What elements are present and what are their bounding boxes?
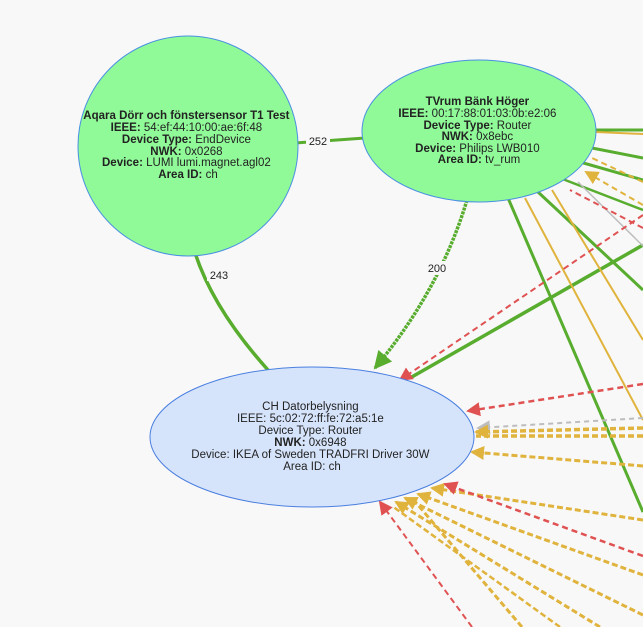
edge-in-tvrum-yellow-a[interactable] — [584, 170, 643, 206]
edge-in-dator-yellow-a[interactable] — [474, 424, 643, 439]
node-aqara-device-row: Device: LUMI lumi.magnet.agl02 — [102, 157, 271, 169]
node-tvrum-nwk-row: NWK: 0x8ebc — [442, 131, 514, 143]
node-datorbelysning-ieee: 5c:02:72:ff:fe:72:a5:1e — [270, 413, 384, 425]
edge-in-dator-red-top[interactable] — [398, 214, 643, 382]
node-tvrum-ieee-label: IEEE: — [398, 108, 428, 120]
node-datorbelysning-device: IKEA of Sweden TRADFRI Driver 30W — [233, 449, 430, 461]
edge-label-aqara-tvrum: 252 — [309, 136, 327, 148]
node-tvrum-type-label: Device Type: — [423, 120, 493, 132]
node-aqara-nwk-label: NWK: — [150, 146, 181, 158]
node-aqara-nwk-row: NWK: 0x0268 — [150, 146, 222, 158]
node-datorbelysning-nwk: 0x6948 — [309, 437, 347, 449]
edge-in-dator-yellow-h[interactable] — [391, 504, 561, 627]
svg-text:CH Datorbelysning IEEE:: CH Datorbelysning IEEE: 5c:02:72:ff:fe:7… — [191, 401, 432, 473]
edge-label-bg-243 — [207, 267, 231, 281]
edge-datorbelysning-offscreen-a[interactable] — [409, 243, 643, 380]
node-aqara-nwk: 0x0268 — [185, 146, 223, 158]
edge-in-dator-yellow-f[interactable] — [403, 496, 643, 617]
node-aqara-type-label: Device Type: — [122, 134, 192, 146]
edge-tvrum-grey[interactable] — [577, 181, 643, 247]
node-tvrum-type: Router — [497, 120, 532, 132]
node-datorbelysning-type: Router — [328, 425, 363, 437]
edge-tvrum-yellow-a[interactable] — [524, 197, 643, 421]
edge-tvrum-offscreen-b[interactable] — [536, 190, 643, 292]
node-aqara-ieee: 54:ef:44:10:00:ae:6f:48 — [144, 122, 262, 134]
edge-in-tvrum-red[interactable] — [569, 189, 643, 229]
edge-tvrum-offscreen-c[interactable] — [591, 146, 643, 160]
edges-layer: 252 243 200 — [188, 128, 643, 627]
node-aqara-area-row: Area ID: ch — [158, 169, 217, 181]
node-tvrum-shape[interactable] — [361, 59, 597, 203]
edge-in-dator-yellow-i[interactable] — [410, 497, 524, 627]
edge-in-dator-red-lower[interactable] — [443, 481, 643, 558]
edge-label-bg-200 — [425, 261, 449, 275]
edge-tvrum-yellow-b[interactable] — [551, 189, 643, 341]
node-datorbelysning-type-label: Device Type: — [258, 425, 324, 437]
edge-label-bg-252 — [306, 134, 330, 148]
node-aqara-ieee-label: IEEE: — [111, 122, 141, 134]
node-datorbelysning-nwk-label: NWK: — [274, 437, 305, 449]
node-aqara-device-label: Device: — [102, 157, 143, 169]
edge-tvrum-yellow-c[interactable] — [595, 131, 643, 135]
edge-in-dator-grey[interactable] — [476, 417, 643, 435]
node-datorbelysning-nwk-row: NWK: 0x6948 — [274, 437, 346, 449]
edge-tvrum-offscreen-f[interactable] — [559, 176, 643, 212]
edge-in-dator-yellow-d[interactable] — [430, 482, 643, 522]
node-datorbelysning-type-row: Device Type: Router — [258, 425, 362, 437]
edge-in-dator-yellow-g[interactable] — [394, 500, 601, 627]
edge-tvrum-datorbelysning[interactable] — [373, 199, 469, 370]
edge-label-tvrum-datorbelysning: 200 — [428, 263, 446, 275]
svg-text:TVrum Bänk Höger IEEE: 0: TVrum Bänk Höger IEEE: 00:17:88:01:03:0b… — [398, 96, 559, 166]
edge-tvrum-offscreen-down[interactable] — [506, 197, 643, 513]
node-tvrum-area-row: Area ID: tv_rum — [438, 154, 520, 166]
node-tvrum-device-row: Device: Philips LWB010 — [415, 143, 539, 155]
edge-in-dator-red-bottom[interactable] — [378, 500, 473, 627]
node-datorbelysning[interactable]: CH Datorbelysning IEEE: 5c:02:72:ff:fe:7… — [149, 366, 475, 508]
node-datorbelysning-ieee-label: IEEE: — [237, 413, 266, 425]
node-datorbelysning-title: CH Datorbelysning — [262, 401, 359, 413]
node-aqara[interactable]: Aqara Dörr och fönstersensor T1 Test IEE… — [77, 35, 299, 257]
node-aqara-title: Aqara Dörr och fönstersensor T1 Test — [83, 110, 289, 122]
node-tvrum-area-label: Area ID: — [438, 154, 482, 166]
node-tvrum-device: Philips LWB010 — [459, 143, 539, 155]
node-tvrum-area: tv_rum — [485, 154, 520, 166]
node-tvrum[interactable]: TVrum Bänk Höger IEEE: 00:17:88:01:03:0b… — [361, 59, 597, 203]
node-datorbelysning-ieee-row: IEEE: 5c:02:72:ff:fe:72:a5:1e — [237, 413, 384, 425]
node-tvrum-ieee: 00:17:88:01:03:0b:e2:06 — [432, 108, 557, 120]
node-aqara-type-row: Device Type: EndDevice — [122, 134, 251, 146]
node-tvrum-nwk: 0x8ebc — [476, 131, 513, 143]
svg-text:Aqara Dörr och fönstersensor T: Aqara Dörr och fönstersensor T1 Test IEE… — [83, 110, 292, 181]
node-datorbelysning-shape[interactable] — [149, 366, 475, 508]
node-aqara-type: EndDevice — [195, 134, 251, 146]
node-datorbelysning-area: ch — [329, 461, 341, 473]
edge-label-aqara-datorbelysning: 243 — [210, 270, 228, 282]
edge-in-dator-yellow-c[interactable] — [470, 446, 643, 468]
node-aqara-area: ch — [206, 169, 218, 181]
node-tvrum-type-row: Device Type: Router — [423, 120, 531, 132]
node-datorbelysning-area-label: Area ID: — [283, 461, 325, 473]
node-aqara-device: LUMI lumi.magnet.agl02 — [146, 157, 271, 169]
node-datorbelysning-area-row: Area ID: ch — [283, 461, 341, 473]
node-tvrum-device-label: Device: — [415, 143, 456, 155]
node-tvrum-title: TVrum Bänk Höger — [426, 96, 530, 108]
node-tvrum-nwk-label: NWK: — [442, 131, 473, 143]
edge-in-dator-red-mid[interactable] — [466, 382, 643, 417]
node-tvrum-ieee-row: IEEE: 00:17:88:01:03:0b:e2:06 — [398, 108, 556, 120]
node-aqara-area-label: Area ID: — [158, 169, 202, 181]
node-aqara-shape[interactable] — [77, 35, 299, 257]
edge-in-dator-yellow-e[interactable] — [416, 491, 643, 577]
node-aqara-ieee-row: IEEE: 54:ef:44:10:00:ae:6f:48 — [111, 122, 263, 134]
node-datorbelysning-device-row: Device: IKEA of Sweden TRADFRI Driver 30… — [191, 449, 429, 461]
node-datorbelysning-device-label: Device: — [191, 449, 229, 461]
